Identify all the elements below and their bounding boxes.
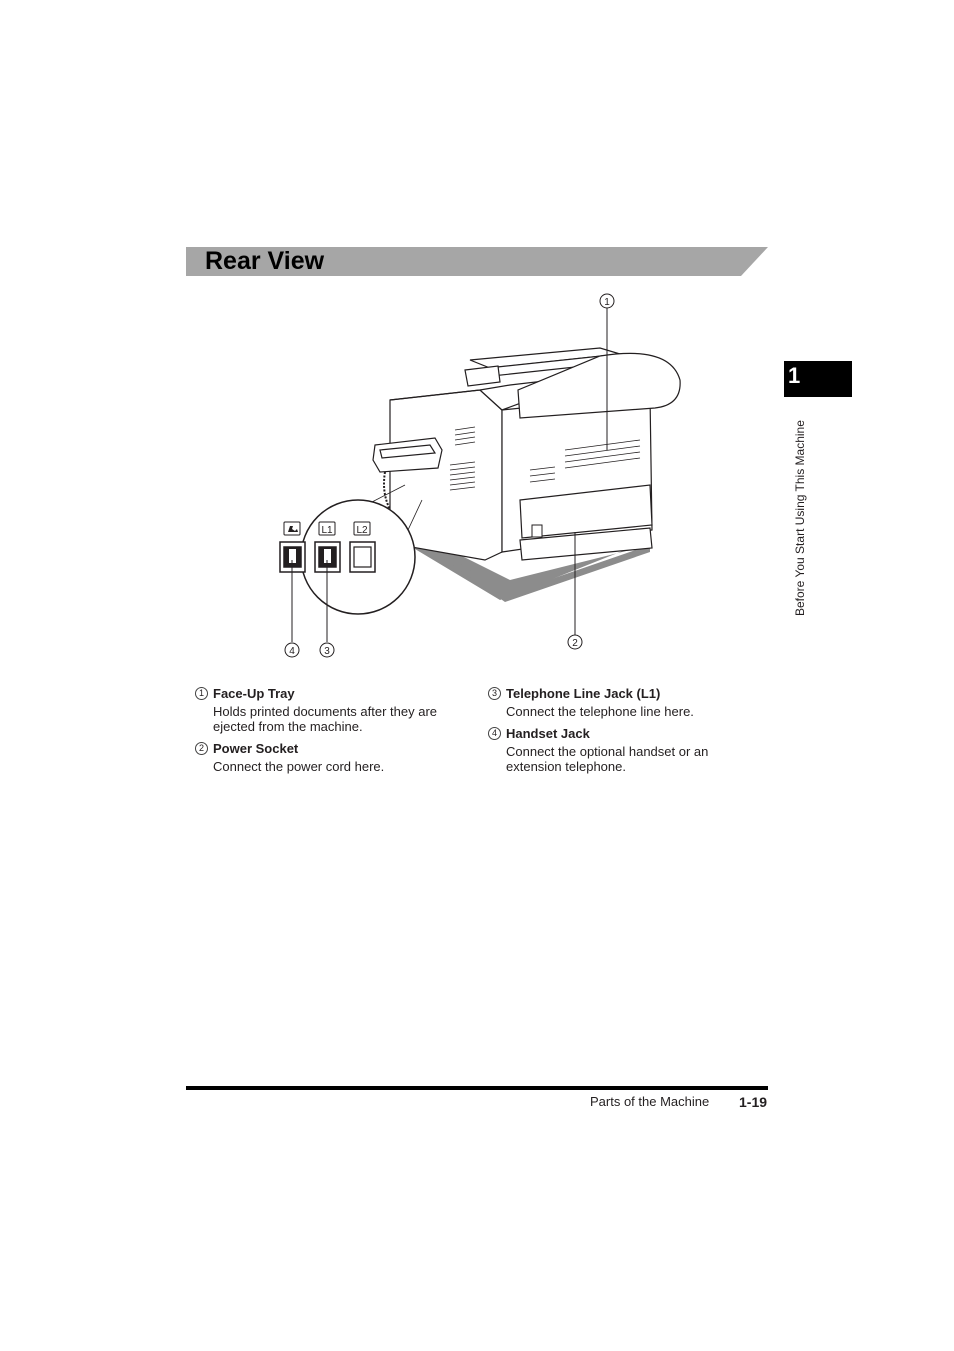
- chapter-number: 1: [788, 363, 801, 388]
- title-band-shape: [186, 247, 768, 276]
- footer-rule: [186, 1086, 768, 1090]
- legend-number: 1: [195, 687, 208, 700]
- legend-number: 3: [488, 687, 501, 700]
- callout-3: 3: [324, 646, 330, 657]
- legend-term: Telephone Line Jack (L1): [506, 686, 661, 701]
- legend-number: 4: [488, 727, 501, 740]
- jack-label-l2: L2: [356, 525, 368, 536]
- jack-label-l1: L1: [321, 525, 333, 536]
- machine-drawing: L1 L2 1 2 3: [279, 293, 681, 658]
- legend-description: Holds printed documents after they are e…: [213, 704, 438, 734]
- legend-description: Connect the power cord here.: [213, 759, 385, 774]
- rear-view-illustration: L1 L2 1 2 3: [270, 290, 700, 675]
- legend-term: Face-Up Tray: [213, 686, 295, 701]
- legend-term: Handset Jack: [506, 726, 590, 741]
- callout-4: 4: [289, 646, 295, 657]
- footer-section-name: Parts of the Machine: [590, 1094, 710, 1109]
- handset-icon: [288, 526, 298, 532]
- callout-2: 2: [572, 638, 578, 649]
- legend-description: Connect the telephone line here.: [506, 704, 694, 719]
- chapter-side-label: Before You Start Using This Machine: [793, 420, 807, 616]
- legend-term: Power Socket: [213, 741, 299, 756]
- legend-number: 2: [195, 742, 208, 755]
- page-title: Rear View: [205, 247, 325, 275]
- legend-description: Connect the optional handset or an exten…: [506, 744, 709, 774]
- footer-page-number: 1-19: [739, 1094, 768, 1110]
- chapter-tab: 1: [784, 361, 852, 397]
- power-socket: [531, 524, 543, 538]
- section-title-band: Rear View: [186, 247, 768, 276]
- callout-1: 1: [604, 297, 610, 308]
